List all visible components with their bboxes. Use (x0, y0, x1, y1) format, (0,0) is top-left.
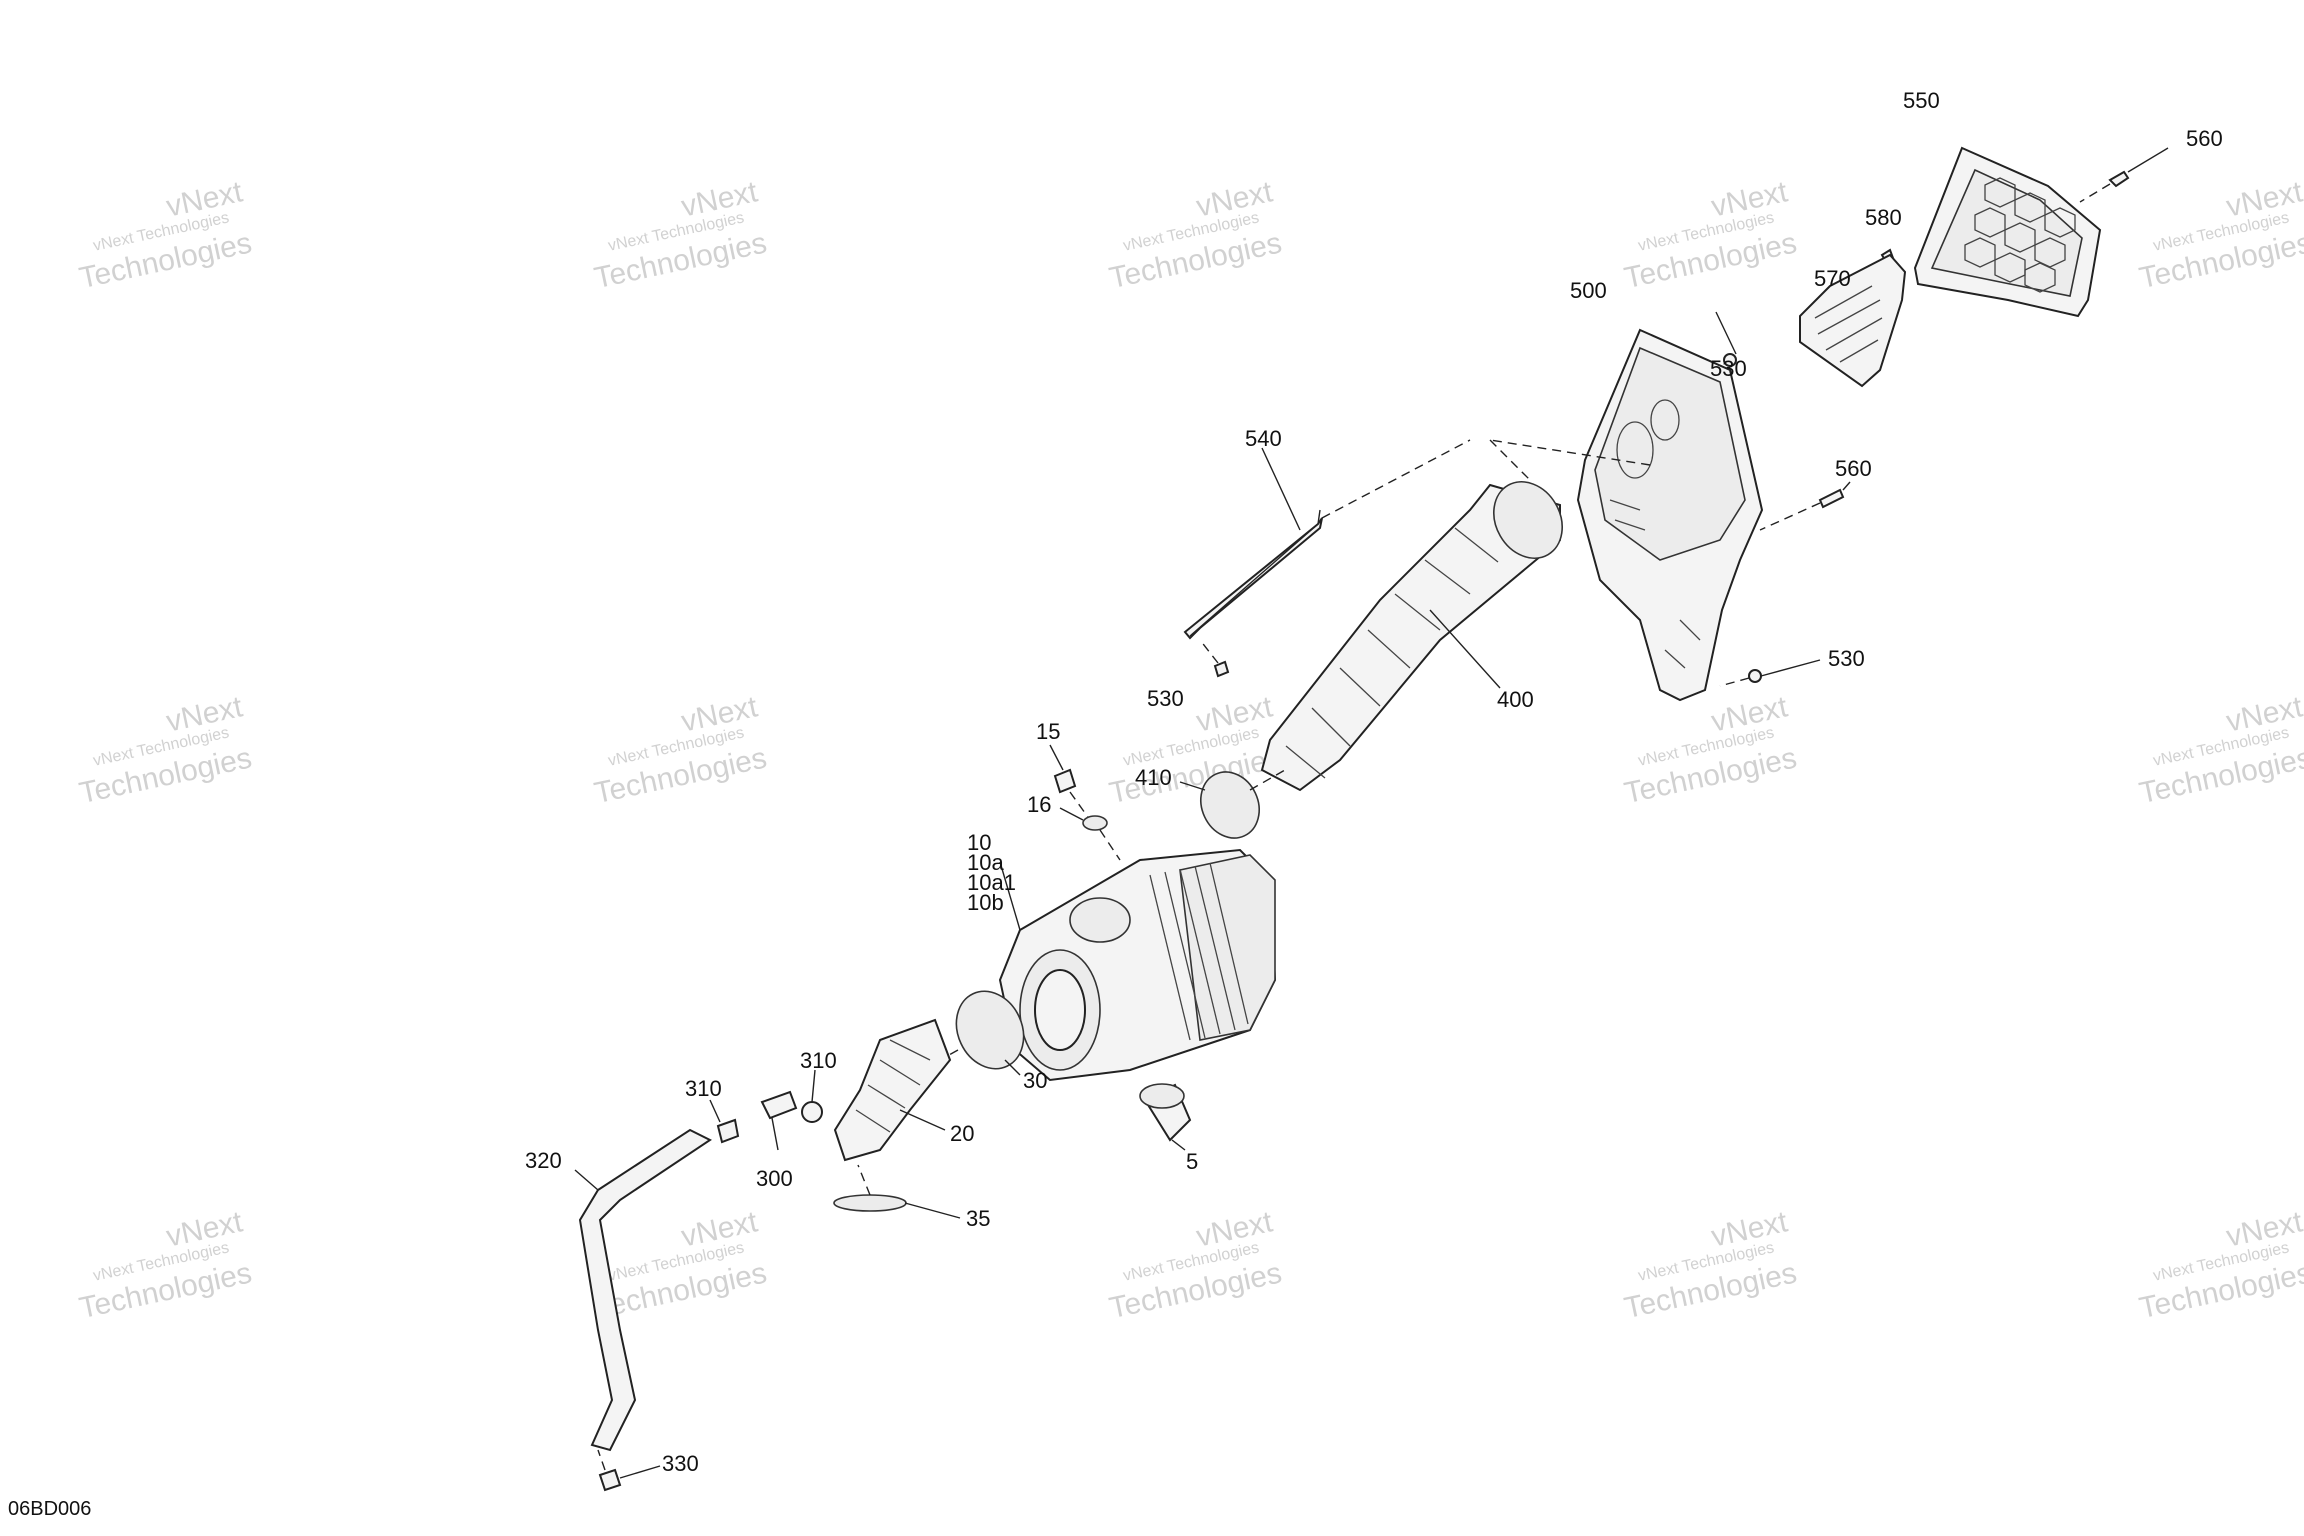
fitting-310-left (709, 1099, 740, 1144)
callout-10b: 10b (967, 890, 1004, 915)
callout-570: 570 (1814, 266, 1851, 291)
callout-310-left: 310 (685, 1076, 722, 1101)
rod-540 (1183, 439, 1531, 640)
callout-320: 320 (525, 1148, 562, 1173)
callout-540: 540 (1245, 426, 1282, 451)
diagram-code: 06BD006 (8, 1498, 91, 1520)
callout-560-mid: 560 (1835, 456, 1872, 481)
callout-500: 500 (1570, 278, 1607, 303)
hose-320 (574, 1128, 712, 1452)
callout-530-a: 530 (1710, 356, 1747, 381)
washer-16 (1059, 807, 1121, 861)
callout-10a: 10a (967, 850, 1004, 875)
callout-20: 20 (950, 1121, 974, 1146)
callout-35: 35 (966, 1206, 990, 1231)
fitting-310-right (801, 1069, 823, 1123)
callout-530-c: 530 (1147, 686, 1184, 711)
callout-410: 410 (1135, 765, 1172, 790)
clamp-410 (1179, 769, 1286, 839)
screw-530-rod (1199, 639, 1230, 678)
grille-550 (1913, 146, 2102, 318)
callout-30: 30 (1023, 1068, 1047, 1093)
drain-5 (1139, 1083, 1192, 1151)
callout-310-right: 310 (800, 1048, 837, 1073)
callout-530-b: 530 (1828, 646, 1865, 671)
callout-16: 16 (1027, 792, 1051, 817)
callout-300: 300 (756, 1166, 793, 1191)
callout-550: 550 (1903, 88, 1940, 113)
callout-580: 580 (1865, 205, 1902, 230)
bolt-15 (1049, 744, 1091, 821)
bracket-500 (1489, 328, 1764, 702)
clip-330 (597, 1449, 661, 1492)
screw-560-mid (1759, 481, 1851, 531)
elbow-20 (833, 1018, 952, 1162)
cover-570 (1799, 253, 1907, 388)
duct-400 (1260, 481, 1563, 792)
fitting-300 (760, 1090, 798, 1151)
callout-15: 15 (1036, 719, 1060, 744)
screw-560-top (2079, 147, 2169, 203)
screw-530-top (1715, 311, 1737, 367)
screw-530-lower (1719, 659, 1821, 687)
callout-10a1: 10a1 (967, 870, 1016, 895)
airbox-10 (998, 848, 1277, 1082)
clamp-30 (939, 990, 1025, 1076)
callout-5: 5 (1186, 1149, 1198, 1174)
callout-10: 10 (967, 830, 991, 855)
clamp-35 (833, 1164, 961, 1219)
callout-400: 400 (1497, 687, 1534, 712)
callout-330: 330 (662, 1451, 699, 1476)
callouts: 550 560 580 570 500 530 540 560 530 530 … (8, 88, 2223, 1520)
callout-560-top: 560 (2186, 126, 2223, 151)
